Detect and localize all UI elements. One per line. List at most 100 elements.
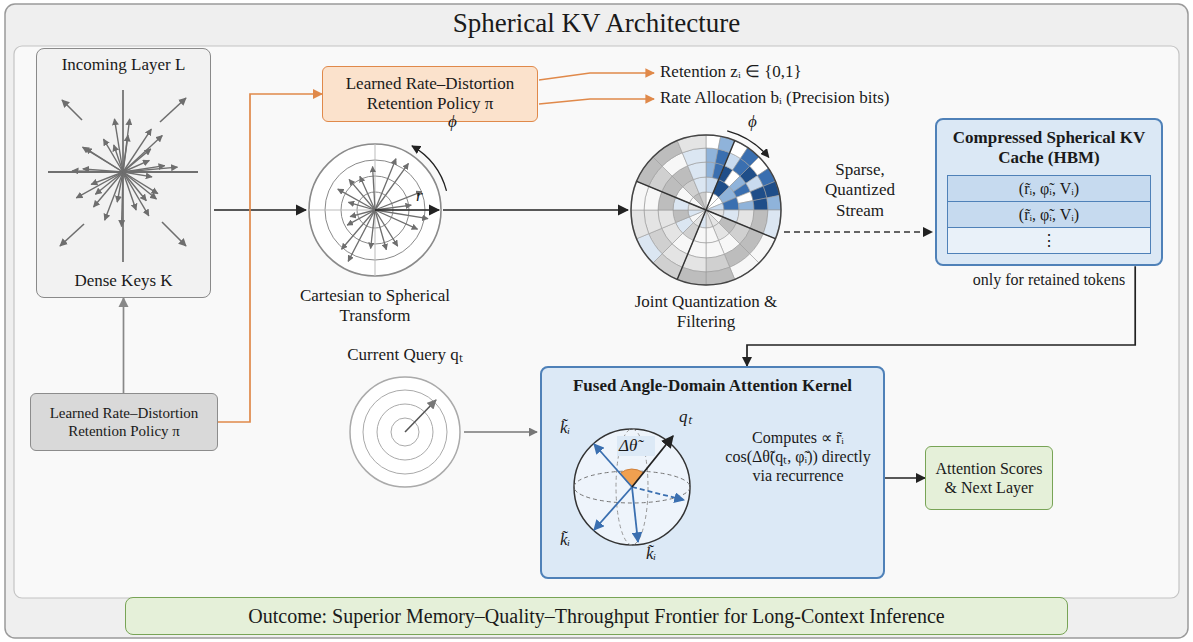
illustration-stroke: [160, 98, 186, 122]
flow-connector: [123, 298, 125, 393]
vector-label: qₜ: [679, 407, 709, 427]
vector-label: Δθ̃: [617, 436, 655, 456]
illustration-stroke: [412, 146, 447, 191]
illustration-stroke: [91, 172, 123, 184]
annotation-label: Joint Quantization & Filtering: [620, 292, 792, 333]
outer-frame: [5, 4, 1188, 638]
node-text: Outcome: Superior Memory–Quality–Through…: [248, 604, 945, 628]
flow-arrow: [443, 209, 628, 211]
cache-heading: Compressed Spherical KV Cache (HBM): [947, 128, 1151, 169]
vector-label: k̃ᵢ: [560, 530, 590, 550]
cache-row: (r̃ᵢ, φ̃ᵢ, Vᵢ): [947, 202, 1151, 228]
symbol-label: r: [416, 186, 436, 206]
kernel-heading: Fused Angle-Domain Attention Kernel: [573, 376, 852, 396]
policy-output-arrow: [539, 99, 654, 104]
flow-connector: [747, 266, 1135, 366]
cache-row: ⋮: [947, 228, 1151, 254]
illustration-stroke: [60, 224, 84, 246]
phi-arc: [727, 131, 769, 158]
vector-label: k̃ᵢ: [646, 544, 676, 564]
illustration-stroke: [162, 222, 186, 246]
illustration-stroke: [309, 210, 441, 211]
input-layer-box: Incoming Layer L Dense Keys K: [36, 48, 211, 298]
kernel-box: Fused Angle-Domain Attention KernelCompu…: [540, 366, 885, 579]
kernel-box-fill: [540, 366, 885, 579]
illustration-stroke: [83, 169, 123, 172]
dense-keys-burst: [48, 90, 198, 262]
illustration-stroke: [375, 210, 398, 246]
query-arrow: [464, 431, 537, 433]
node-text: Dense Keys K: [74, 271, 172, 291]
annotation-label: Retention zᵢ ∈ {0,1}: [660, 62, 920, 82]
illustration-stroke: [114, 145, 123, 172]
illustration-stroke: [375, 210, 428, 219]
flow-connector: [218, 94, 322, 422]
annotation-label: Sparse, Quantized Stream: [800, 160, 920, 221]
illustration-stroke: [338, 189, 375, 210]
illustration-stroke: [373, 167, 375, 210]
illustration-stroke: [723, 197, 739, 210]
output-box: Attention Scores & Next Layer: [925, 446, 1053, 510]
symbol-label: ϕ: [748, 112, 768, 132]
flow-arrow: [214, 209, 306, 211]
illustration-stroke: [309, 144, 441, 276]
illustration-stroke: [405, 400, 436, 432]
policy-box: Learned Rate–Distortion Retention Policy…: [30, 393, 218, 451]
illustration-stroke: [706, 141, 735, 210]
node-text: Attention Scores & Next Layer: [934, 459, 1044, 497]
illustration-stroke: [375, 209, 439, 211]
illustration-stroke: [632, 487, 638, 542]
illustration-stroke: [123, 149, 151, 172]
illustration-stroke: [574, 429, 690, 545]
vector-label: k̃ᵢ: [560, 418, 590, 438]
illustration-stroke: [350, 377, 460, 487]
illustration-stroke: [342, 210, 375, 249]
illustration-stroke: [706, 210, 775, 239]
illustration-stroke: [631, 210, 649, 239]
illustration-stroke: [375, 210, 386, 250]
cache-note: only for retained tokens: [973, 270, 1125, 289]
annotation-label: Rate Allocation bᵢ (Precision bits): [660, 88, 960, 108]
illustration-stroke: [123, 167, 177, 172]
annotation-label: Current Query qₜ: [335, 345, 475, 365]
illustration-stroke: [677, 210, 706, 279]
flow-connector: [885, 477, 925, 479]
illustration-stroke: [375, 192, 422, 210]
illustration-stroke: [632, 487, 684, 500]
illustration-stroke: [123, 172, 149, 216]
illustration-stroke: [123, 136, 162, 172]
inner-panel: [14, 46, 1179, 598]
policy-output-arrow: [539, 73, 654, 80]
angle-sphere: [574, 429, 690, 545]
illustration-stroke: [594, 487, 632, 530]
illustration-stroke: [350, 210, 375, 217]
layer-box-fill: [36, 48, 211, 298]
illustration-stroke: [363, 390, 447, 474]
node-text: Learned Rate–Distortion Retention Policy…: [331, 74, 529, 115]
illustration-stroke: [763, 181, 779, 198]
illustration-stroke: [360, 176, 375, 210]
illustration-stroke: [753, 198, 768, 210]
node-text: Incoming Layer L: [62, 55, 186, 75]
quantization-wheel: [631, 135, 781, 285]
node-text: Learned Rate–Distortion Retention Policy…: [39, 404, 209, 440]
spherical-transform-figure: [309, 144, 447, 276]
illustration-stroke: [673, 210, 689, 223]
illustration-stroke: [123, 172, 146, 201]
illustration-stroke: [123, 172, 136, 210]
illustration-stroke: [631, 135, 781, 285]
kernel-formula: Computes ∝ r̃ᵢ cos(Δθ̃(qₜ, φ̃ᵢ)) directl…: [718, 428, 878, 486]
illustration-stroke: [62, 100, 82, 120]
illustration-stroke: [767, 195, 781, 210]
illustration-stroke: [114, 119, 123, 172]
illustration-stroke: [76, 172, 123, 198]
illustration-stroke: [637, 181, 706, 210]
illustration-stroke: [95, 172, 123, 194]
cache-row: (r̃ᵢ, φ̃ᵢ, Vᵢ): [947, 175, 1151, 202]
cache-box: Compressed Spherical KV Cache (HBM) (r̃ᵢ,…: [935, 118, 1163, 266]
annotation-label: Cartesian to Spherical Transform: [290, 286, 460, 327]
illustration-stroke: [738, 201, 754, 210]
